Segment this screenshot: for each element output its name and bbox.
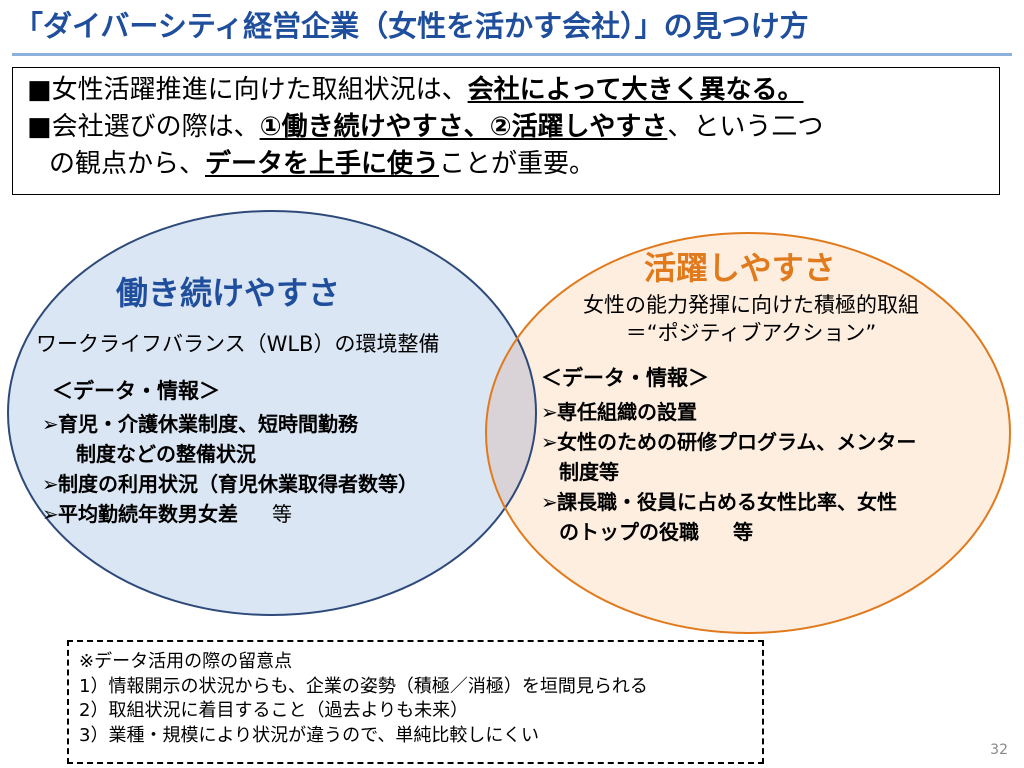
square-bullet-icon: ■: [27, 112, 52, 142]
arrow-right-icon: ➢: [541, 400, 558, 424]
right-circle-heading: 活躍しやすさ: [644, 249, 836, 287]
right-circle-subtitle: 女性の能力発揮に向けた積極的取組 ＝“ポジティブアクション”: [583, 293, 919, 345]
summary-text: 女性活躍推進に向けた取組状況は、: [51, 75, 468, 105]
arrow-right-icon: ➢: [541, 430, 558, 454]
list-item: ➢課長職・役員に占める女性比率、女性: [541, 487, 916, 517]
summary-text-tail: 、という二つ: [667, 112, 824, 142]
title-underline-rule: [12, 53, 1012, 56]
notes-item: 1）情報開示の状況からも、企業の姿勢（積極／消極）を垣間見られる: [79, 675, 648, 697]
list-item-continuation: 制度などの整備状況: [76, 442, 256, 466]
square-bullet-icon: ■: [27, 75, 52, 105]
summary-line-3: の観点から、データを上手に使うことが重要。: [27, 146, 985, 183]
list-item-continuation: のトップの役職等: [541, 517, 916, 547]
left-circle-outline: [7, 210, 537, 616]
left-data-title: ＜データ・情報＞: [52, 379, 220, 403]
right-data-title: ＜データ・情報＞: [541, 366, 709, 390]
summary-text-tail: ことが重要。: [439, 149, 596, 179]
notes-box: ※データ活用の際の留意点 1）情報開示の状況からも、企業の姿勢（積極／消極）を垣…: [67, 640, 764, 764]
etc-label: 等: [272, 502, 292, 526]
summary-text: の観点から、: [49, 149, 206, 179]
notes-item: 2）取組状況に着目すること（過去よりも未来）: [79, 700, 469, 721]
left-data-list: ➢育児・介護休業制度、短時間勤務 制度などの整備状況 ➢制度の利用状況（育児休業…: [42, 409, 418, 529]
slide-title: 「ダイバーシティ経営企業（女性を活かす会社）」の見つけ方: [14, 9, 809, 43]
etc-label: 等: [733, 520, 753, 544]
list-item: ➢平均勤続年数男女差等: [42, 499, 418, 529]
arrow-right-icon: ➢: [42, 502, 59, 526]
right-data-list: ➢専任組織の設置 ➢女性のための研修プログラム、メンター 制度等 ➢課長職・役員…: [541, 397, 916, 547]
summary-emphasis: ①働き続けやすさ、②活躍しやすさ: [259, 112, 668, 142]
summary-line-2: ■会社選びの際は、①働き続けやすさ、②活躍しやすさ、という二つ: [27, 109, 985, 146]
summary-text: 会社選びの際は、: [51, 112, 260, 142]
summary-emphasis: データを上手に使う: [205, 149, 440, 179]
left-circle-heading: 働き続けやすさ: [116, 274, 341, 312]
arrow-right-icon: ➢: [541, 490, 558, 514]
summary-line-1: ■女性活躍推進に向けた取組状況は、会社によって大きく異なる。: [27, 72, 985, 109]
arrow-right-icon: ➢: [42, 412, 59, 436]
list-item-continuation: 制度等: [559, 460, 619, 484]
notes-item: 3）業種・規模により状況が違うので、単純比較しにくい: [79, 724, 540, 746]
list-item: ➢専任組織の設置: [541, 397, 916, 427]
summary-box: ■女性活躍推進に向けた取組状況は、会社によって大きく異なる。 ■会社選びの際は、…: [12, 67, 1000, 195]
venn-diagram: [7, 210, 1011, 634]
list-item: ➢育児・介護休業制度、短時間勤務: [42, 409, 418, 439]
list-item: ➢女性のための研修プログラム、メンター: [541, 427, 916, 457]
list-item: ➢制度の利用状況（育児休業取得者数等）: [42, 469, 418, 499]
left-circle-subtitle: ワークライフバランス（WLB）の環境整備: [36, 332, 440, 356]
summary-emphasis: 会社によって大きく異なる。: [467, 75, 804, 105]
arrow-right-icon: ➢: [42, 472, 59, 496]
right-circle: [486, 233, 1010, 633]
page-number: 32: [990, 742, 1008, 758]
notes-title: ※データ活用の際の留意点: [79, 651, 293, 672]
right-circle-outline: [485, 232, 1011, 634]
left-circle: [8, 211, 536, 615]
